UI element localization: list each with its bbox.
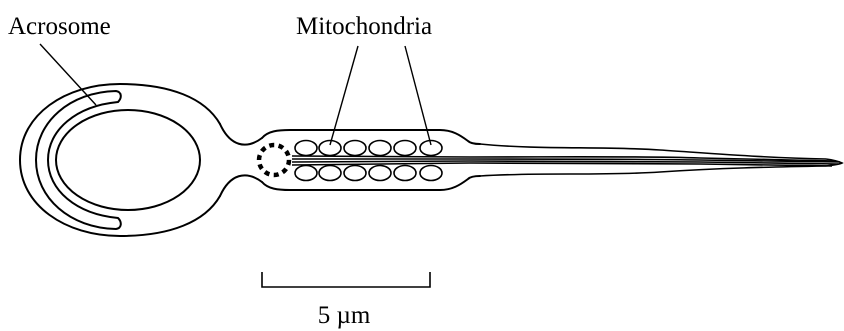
tail bbox=[470, 144, 842, 176]
mitochondria-bottom-row bbox=[295, 166, 442, 181]
mitochondrion bbox=[319, 166, 341, 181]
neck-lower bbox=[220, 175, 262, 196]
mitochondrion bbox=[369, 141, 391, 156]
mitochondrion bbox=[295, 141, 317, 156]
centriole bbox=[259, 145, 289, 175]
mitochondrion bbox=[295, 166, 317, 181]
cell-outline-upper bbox=[20, 84, 220, 236]
mitochondrion bbox=[394, 166, 416, 181]
scale-bar bbox=[262, 272, 430, 287]
mitochondrion bbox=[369, 166, 391, 181]
scale-bar-label: 5 µm bbox=[318, 302, 371, 329]
axoneme-fibers bbox=[292, 156, 470, 165]
neck-upper bbox=[220, 124, 262, 145]
acrosome-label: Acrosome bbox=[8, 13, 111, 40]
mitochondrion bbox=[344, 141, 366, 156]
mitochondrion bbox=[394, 141, 416, 156]
midpiece-outline bbox=[262, 130, 480, 190]
nucleus bbox=[56, 110, 200, 210]
mitochondria-top-row bbox=[295, 141, 442, 156]
mitochondrion bbox=[420, 166, 442, 181]
mitochondrion bbox=[344, 166, 366, 181]
mitochondria-label: Mitochondria bbox=[296, 13, 432, 40]
